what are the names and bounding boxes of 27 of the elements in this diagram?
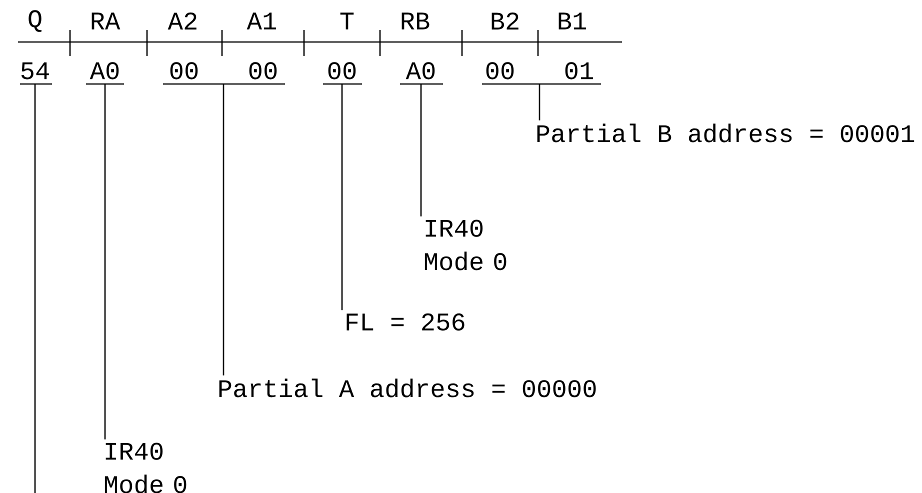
annotation-text: Partial B address = 00001 (537, 124, 914, 142)
leader-line (341, 84, 343, 310)
leader-line (104, 84, 106, 440)
field-value: 01 (565, 62, 593, 80)
leader-line (222, 84, 224, 376)
field-label: B1 (558, 12, 586, 30)
field-value: A0 (406, 62, 435, 80)
leader-line (538, 84, 540, 120)
annotation-text: Partial A address = 00000 (219, 378, 596, 398)
field-value: 00 (486, 62, 514, 80)
field-value: 54 (21, 62, 49, 80)
field-label: RB (402, 12, 430, 30)
field-label: T (340, 12, 354, 30)
field-label: B2 (492, 12, 518, 30)
annotation-text: IR40 Mode 0 (104, 442, 186, 493)
annotation-text: IR40 Mode 0 (424, 220, 506, 270)
field-value: 00 (328, 62, 356, 80)
field-label: A1 (246, 12, 276, 30)
field-label: Q (28, 10, 42, 32)
field-label: RA (92, 12, 120, 30)
annotation-text: FL = 256 (346, 313, 464, 331)
field-value: 00 (249, 62, 277, 80)
field-value: A0 (90, 62, 119, 80)
leader-line (420, 84, 422, 216)
field-value: 00 (170, 62, 198, 80)
field-label: A2 (168, 12, 196, 30)
leader-line (34, 84, 36, 493)
